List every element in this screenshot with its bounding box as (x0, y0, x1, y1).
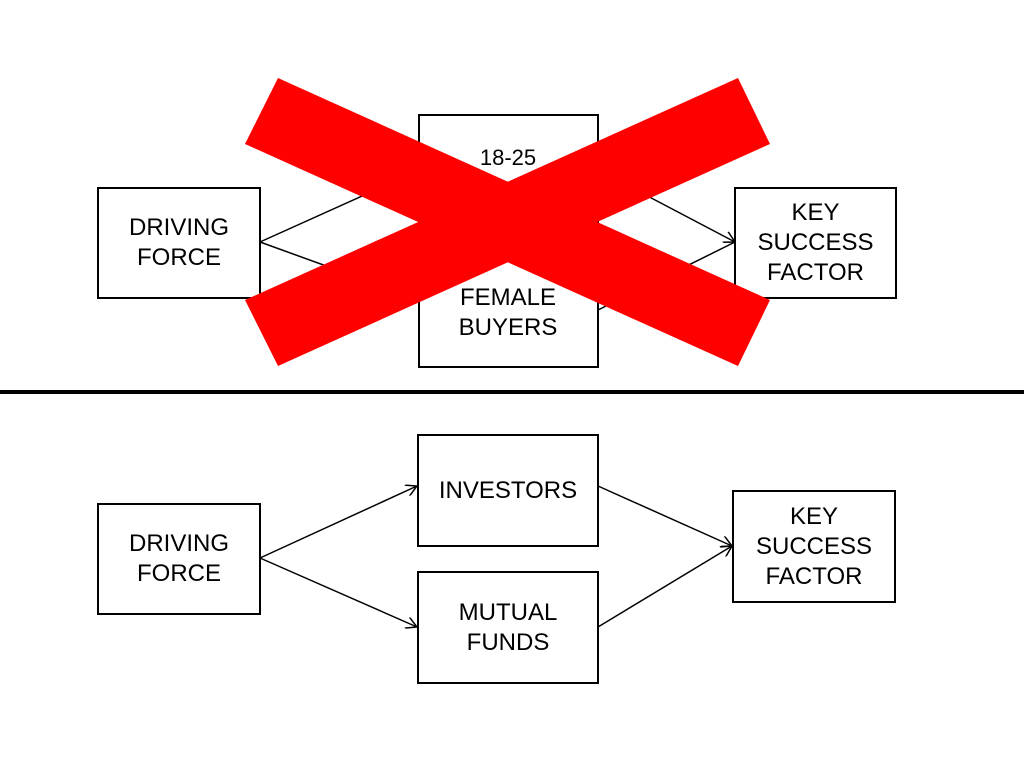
top-middle-lower-label: FEMALE BUYERS (458, 284, 558, 341)
arrow-driving-to-investors (259, 486, 417, 559)
investors-label: INVESTORS (438, 476, 578, 504)
investors-box: INVESTORS (417, 434, 599, 547)
top-driving-force-box: DRIVING FORCE (97, 187, 261, 299)
mutual-funds-label: MUTUAL FUNDS (458, 598, 558, 656)
section-divider (0, 390, 1024, 394)
bottom-ksf-label: KEY SUCCESS FACTOR (755, 502, 873, 590)
arrow-driving-to-mutual-funds (259, 557, 417, 627)
bottom-driving-force-label: DRIVING FORCE (128, 530, 229, 587)
bottom-driving-force-box: DRIVING FORCE (97, 503, 261, 615)
top-ksf-label: KEY SUCCESS FACTOR (757, 199, 874, 286)
top-key-success-factor-box: KEY SUCCESS FACTOR (734, 187, 897, 299)
arrow-investors-to-ksf (597, 485, 732, 546)
arrow-mutual-funds-to-ksf (597, 546, 732, 628)
top-driving-force-label: DRIVING FORCE (128, 214, 229, 271)
top-middle-upper-label: 18-25 (479, 145, 537, 170)
red-cross-overlay (245, 78, 770, 366)
bottom-key-success-factor-box: KEY SUCCESS FACTOR (732, 490, 896, 603)
cross-bar-ascending (245, 78, 770, 366)
mutual-funds-box: MUTUAL FUNDS (417, 571, 599, 684)
